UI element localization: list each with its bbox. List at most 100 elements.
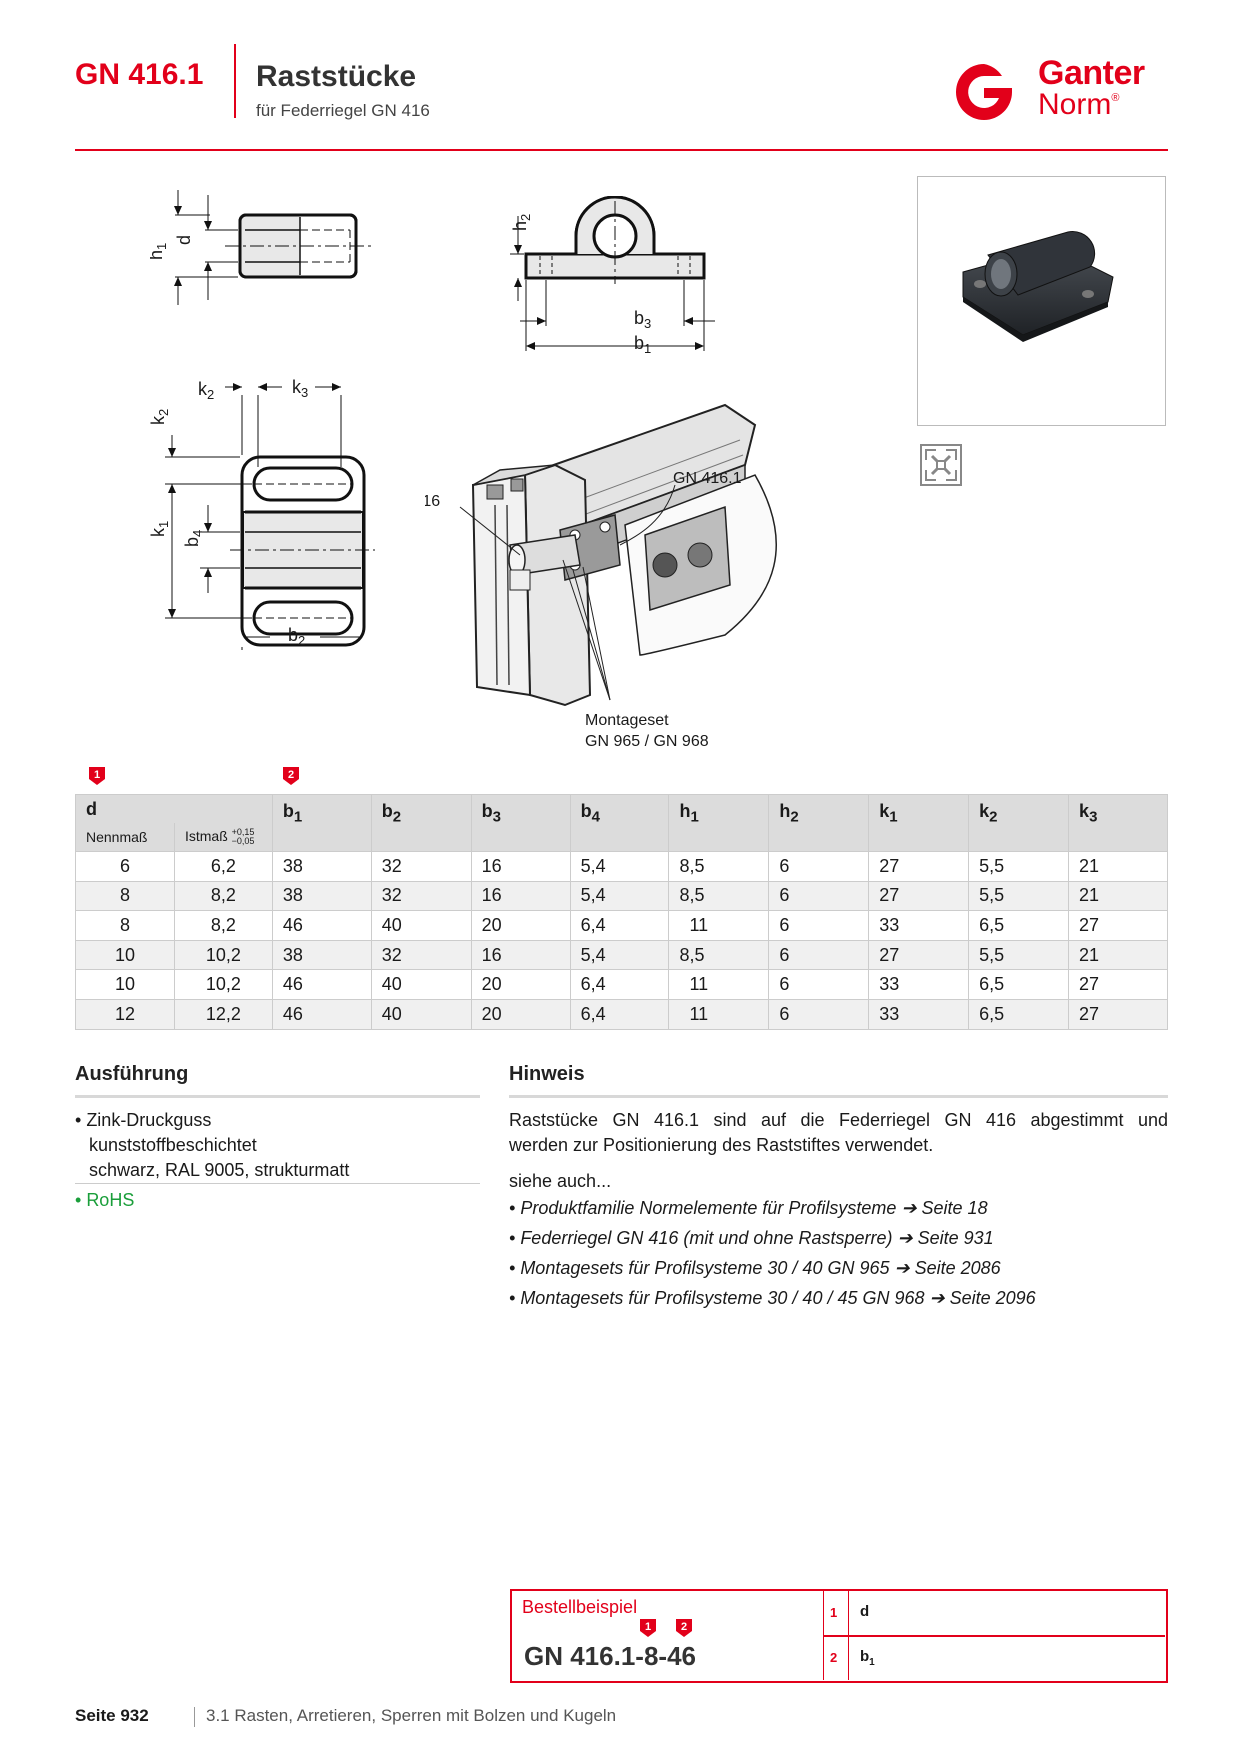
table-cell: 6,2 xyxy=(173,851,273,882)
table-cell: 8,5 xyxy=(668,880,770,912)
table-cell: 27 xyxy=(1068,910,1168,941)
order-marker-1: 1 xyxy=(640,1619,656,1637)
see-also-link-2[interactable]: • Federriegel GN 416 (mit und ohne Rasts… xyxy=(509,1228,994,1248)
profile-system-icon xyxy=(920,444,962,486)
table-cell: 6 xyxy=(768,910,870,941)
table-cell: 32 xyxy=(370,880,472,912)
table-cell: 5,4 xyxy=(569,851,670,882)
header-b3: b3 xyxy=(470,794,571,852)
table-cell: 33 xyxy=(868,910,970,941)
product-code: GN 416.1 xyxy=(75,58,204,91)
front-view-drawing: h2 b3 b1 xyxy=(510,196,715,356)
header-h1: h1 xyxy=(668,794,770,852)
ganter-logo-icon xyxy=(956,64,1012,120)
logo-text-norm: Norm® xyxy=(1038,88,1120,121)
table-cell: 10 xyxy=(75,939,175,971)
table-cell: 27 xyxy=(1068,969,1168,1000)
callout-montageset: Montageset xyxy=(585,712,669,729)
see-also-link-3[interactable]: • Montagesets für Profilsysteme 30 / 40 … xyxy=(509,1258,1001,1278)
hinweis-text-line-1: Raststücke GN 416.1 sind auf die Federri… xyxy=(509,1110,1168,1130)
header-b1: b1 xyxy=(271,794,372,852)
table-cell: 8 xyxy=(75,910,175,941)
table-cell: 27 xyxy=(868,939,970,971)
table-cell: 6 xyxy=(768,998,870,1030)
footer-chapter: 3.1 Rasten, Arretieren, Sperren mit Bolz… xyxy=(206,1706,617,1725)
table-cell: 6,5 xyxy=(968,998,1070,1030)
ausfuehrung-item-rohs: • RoHS xyxy=(75,1190,135,1210)
table-cell: 20 xyxy=(470,969,571,1000)
svg-text:2: 2 xyxy=(288,769,294,781)
label-b4: b4 xyxy=(182,530,205,547)
table-cell: 11 xyxy=(668,910,770,941)
label-k2-top: k2 xyxy=(198,379,214,402)
table-cell: 27 xyxy=(1068,998,1168,1030)
table-cell: 32 xyxy=(370,851,472,882)
label-h1: h1 xyxy=(150,243,169,260)
header-nennmass: Nennmaß xyxy=(75,823,175,852)
svg-text:1: 1 xyxy=(94,769,100,781)
hinweis-text-line-2: werden zur Positionierung des Raststifte… xyxy=(509,1135,934,1155)
table-cell: 20 xyxy=(470,910,571,941)
ausfuehrung-divider xyxy=(75,1183,480,1184)
order-example-box: Bestellbeispiel 1 2 GN 416.1-8-46 1 d 2 … xyxy=(510,1589,1168,1683)
order-legend-num-2: 2 xyxy=(830,1650,838,1665)
svg-text:1: 1 xyxy=(645,1621,651,1633)
table-cell: 33 xyxy=(868,998,970,1030)
table-cell: 5,5 xyxy=(968,939,1070,971)
table-cell: 6,4 xyxy=(569,969,670,1000)
product-photo-image xyxy=(962,231,1114,342)
table-cell: 6 xyxy=(768,851,870,882)
table-cell: 38 xyxy=(271,880,372,912)
table-cell: 12,2 xyxy=(173,998,273,1030)
dimensions-table: d b1 b2 b3 b4 h1 h2 k1 k2 k3 Nennmaß Ist… xyxy=(75,794,1168,1030)
header-b2: b2 xyxy=(370,794,472,852)
table-cell: 40 xyxy=(370,910,472,941)
table-cell: 6,4 xyxy=(569,910,670,941)
header-istmass: Istmaß +0,15−0,05 xyxy=(173,823,273,852)
footer-divider xyxy=(194,1707,195,1727)
table-cell: 5,5 xyxy=(968,880,1070,912)
order-legend-label-b1: b1 xyxy=(860,1648,875,1668)
label-b2: b2 xyxy=(288,625,305,648)
table-cell: 33 xyxy=(868,969,970,1000)
table-cell: 46 xyxy=(271,910,372,941)
ausfuehrung-item-material: • Zink-Druckguss kunststoffbeschichtet s… xyxy=(75,1110,350,1180)
table-cell: 6,4 xyxy=(569,998,670,1030)
table-cell: 8,2 xyxy=(173,910,273,941)
see-also-link-4[interactable]: • Montagesets für Profilsysteme 30 / 40 … xyxy=(509,1288,1036,1308)
product-photo-frame xyxy=(917,176,1166,426)
order-divider-h xyxy=(823,1635,1165,1637)
label-k1: k1 xyxy=(150,521,171,537)
table-cell: 38 xyxy=(271,851,372,882)
table-cell: 6 xyxy=(75,851,175,882)
table-cell: 10,2 xyxy=(173,969,273,1000)
table-cell: 5,4 xyxy=(569,880,670,912)
top-view-drawing: k2 k3 k2 k1 b4 b2 xyxy=(150,377,375,650)
table-cell: 20 xyxy=(470,998,571,1030)
order-marker-2: 2 xyxy=(676,1619,692,1637)
table-cell: 38 xyxy=(271,939,372,971)
column-marker-1: 1 xyxy=(89,767,105,785)
table-cell: 6 xyxy=(768,880,870,912)
table-cell: 40 xyxy=(370,998,472,1030)
see-also-link-1[interactable]: • Produktfamilie Normelemente für Profil… xyxy=(509,1198,988,1218)
table-cell: 12 xyxy=(75,998,175,1030)
column-marker-2: 2 xyxy=(283,767,299,785)
table-cell: 6,5 xyxy=(968,969,1070,1000)
table-cell: 10 xyxy=(75,969,175,1000)
side-section-drawing: d h1 xyxy=(150,190,372,305)
callout-gn4161: GN 416.1 xyxy=(673,470,742,487)
header-k1: k1 xyxy=(868,794,970,852)
label-d: d xyxy=(174,235,194,245)
section-title-ausfuehrung: Ausführung xyxy=(75,1063,189,1085)
order-legend-num-1: 1 xyxy=(830,1605,838,1620)
page-subtitle: für Federriegel GN 416 xyxy=(256,101,430,120)
header-divider xyxy=(234,44,236,118)
header-rule xyxy=(75,149,1168,151)
order-divider-num xyxy=(848,1591,849,1680)
